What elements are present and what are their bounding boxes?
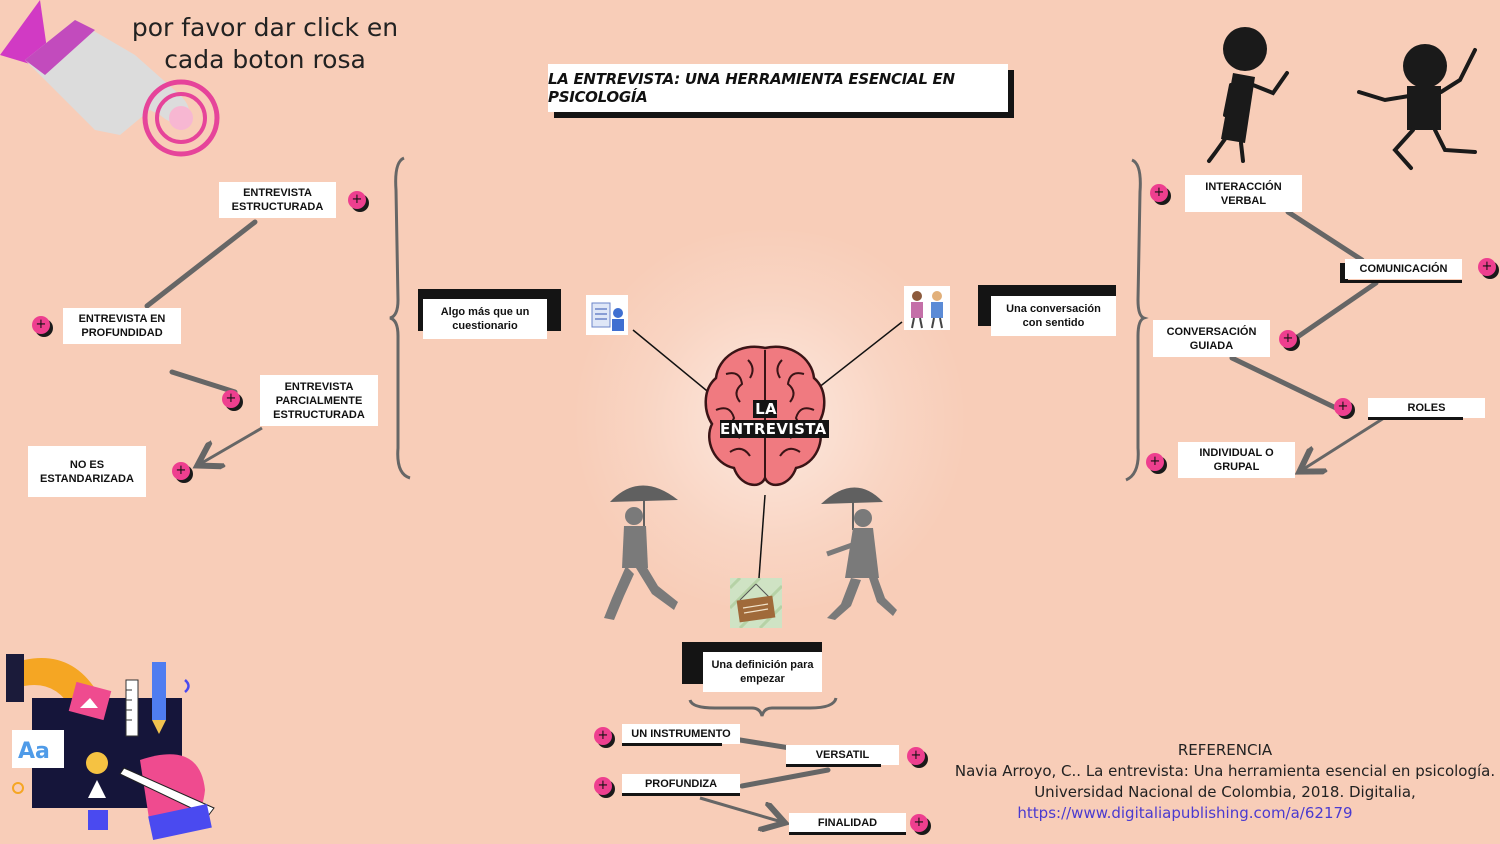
expand-button[interactable]: + xyxy=(1279,330,1297,348)
stick-figure-icon xyxy=(1207,27,1289,163)
node-interaccion-verbal: INTERACCIÓN VERBAL xyxy=(1185,175,1302,212)
node-conversacion-guiada: CONVERSACIÓN GUIADA xyxy=(1153,320,1270,357)
reference-line: Universidad Nacional de Colombia, 2018. … xyxy=(1034,783,1416,801)
node-no-estandarizada: NO ES ESTANDARIZADA xyxy=(28,446,146,497)
expand-button[interactable]: + xyxy=(348,191,366,209)
node-entrevista-estructurada: ENTREVISTA ESTRUCTURADA xyxy=(219,182,336,218)
title-card: LA ENTREVISTA: UNA HERRAMIENTA ESENCIAL … xyxy=(548,64,1014,118)
target-icon xyxy=(142,79,220,157)
underline xyxy=(1340,263,1348,283)
interview-sign-icon xyxy=(730,578,782,628)
stick-figure-icon xyxy=(1357,44,1477,170)
page-title: LA ENTREVISTA: UNA HERRAMIENTA ESENCIAL … xyxy=(548,64,1008,112)
conversation-icon xyxy=(904,286,950,330)
expand-button[interactable]: + xyxy=(222,390,240,408)
reference-line: Navia Arroyo, C.. La entrevista: Una her… xyxy=(954,762,1496,780)
node-individual-grupal: INDIVIDUAL O GRUPAL xyxy=(1178,442,1295,478)
node-un-instrumento: UN INSTRUMENTO xyxy=(622,724,740,744)
node-finalidad: FINALIDAD xyxy=(789,813,906,833)
center-label: LA ENTREVISTA xyxy=(720,399,829,439)
expand-button[interactable]: + xyxy=(594,727,612,745)
expand-button[interactable]: + xyxy=(910,814,928,832)
questionnaire-icon xyxy=(586,295,628,335)
underline xyxy=(622,743,722,746)
instruction-hint: por favor dar click en cada boton rosa xyxy=(131,13,399,74)
reference-link[interactable]: https://www.digitaliapublishing.com/a/62… xyxy=(1017,804,1353,822)
person-umbrella-icon xyxy=(604,485,678,620)
branch-conversacion: Una conversación con sentido xyxy=(991,296,1116,336)
node-comunicacion: COMUNICACIÓN xyxy=(1345,259,1462,279)
expand-button[interactable]: + xyxy=(32,316,50,334)
expand-button[interactable]: + xyxy=(1334,398,1352,416)
reference-block: REFERENCIA Navia Arroyo, C.. La entrevis… xyxy=(950,740,1500,824)
expand-button[interactable]: + xyxy=(1146,453,1164,471)
node-profundiza: PROFUNDIZA xyxy=(622,774,740,794)
design-tools-icon: Aa xyxy=(6,654,215,840)
branch-algo-mas: Algo más que un cuestionario xyxy=(423,299,547,339)
expand-button[interactable]: + xyxy=(172,462,190,480)
underline xyxy=(1340,280,1462,283)
underline xyxy=(789,832,906,835)
svg-text:Aa: Aa xyxy=(18,739,50,764)
node-roles: ROLES xyxy=(1368,398,1485,418)
branch-definicion: Una definición para empezar xyxy=(703,652,822,692)
underline xyxy=(1368,417,1463,420)
expand-button[interactable]: + xyxy=(1150,184,1168,202)
underline xyxy=(786,764,881,767)
person-umbrella-icon xyxy=(821,487,897,620)
node-versatil: VERSATIL xyxy=(786,745,899,765)
underline xyxy=(622,793,740,796)
expand-button[interactable]: + xyxy=(1478,258,1496,276)
expand-button[interactable]: + xyxy=(907,747,925,765)
node-entrevista-profundidad: ENTREVISTA EN PROFUNDIDAD xyxy=(63,308,181,344)
node-entrevista-parcial: ENTREVISTA PARCIALMENTE ESTRUCTURADA xyxy=(260,375,378,426)
expand-button[interactable]: + xyxy=(594,777,612,795)
reference-heading: REFERENCIA xyxy=(1177,741,1273,759)
